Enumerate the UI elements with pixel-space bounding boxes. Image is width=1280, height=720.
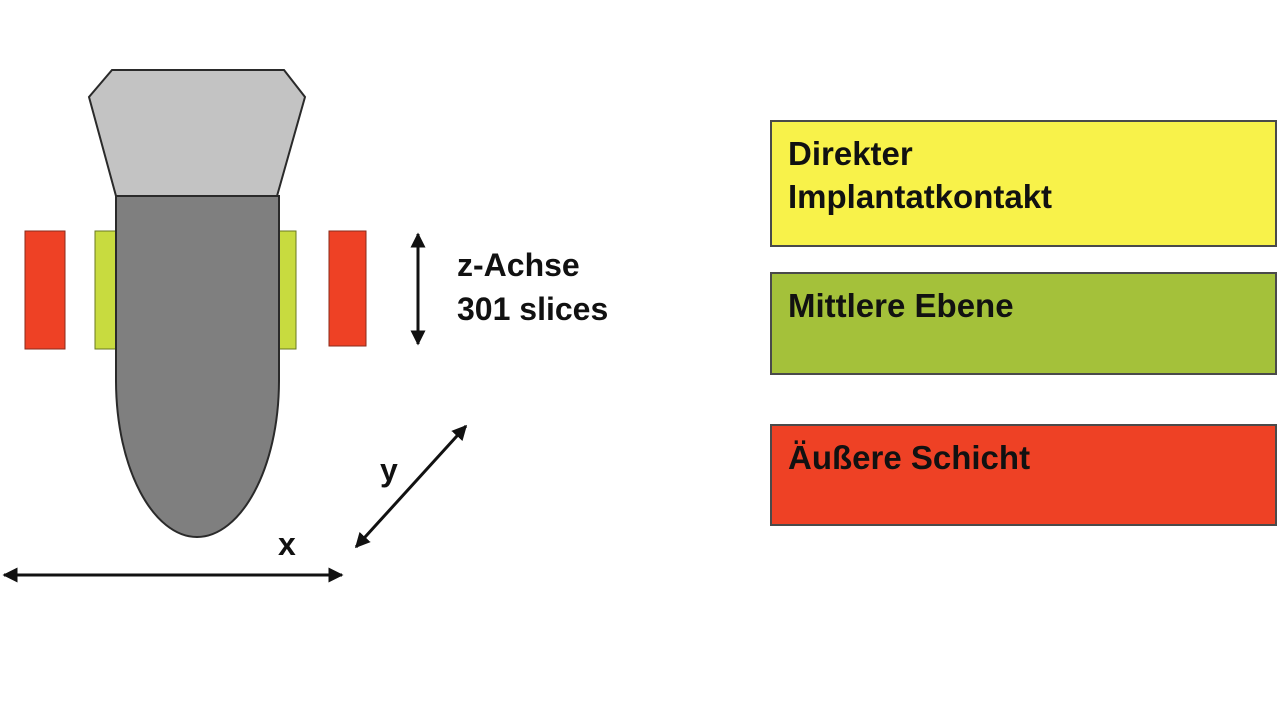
y-axis-arrow (354, 424, 468, 549)
implant-head (87, 69, 307, 197)
outer-layer-left (24, 230, 66, 350)
legend-outer-layer-label: Äußere Schicht (788, 439, 1031, 476)
legend-middle-layer: Mittlere Ebene (770, 272, 1277, 375)
legend-outer-layer: Äußere Schicht (770, 424, 1277, 526)
y-axis-label: y (380, 452, 398, 488)
z-axis-label: z-Achse (457, 247, 580, 283)
legend-middle-layer-label: Mittlere Ebene (788, 287, 1014, 324)
middle-layer-left (94, 230, 118, 350)
x-axis-label: x (278, 526, 296, 562)
legend-direct-contact: Direkter Implantatkontakt (770, 120, 1277, 247)
implant-body (115, 195, 280, 539)
legend-direct-contact-label: Direkter Implantatkontakt (788, 135, 1053, 215)
outer-layer-right (328, 230, 367, 347)
slices-label: 301 slices (457, 291, 608, 327)
